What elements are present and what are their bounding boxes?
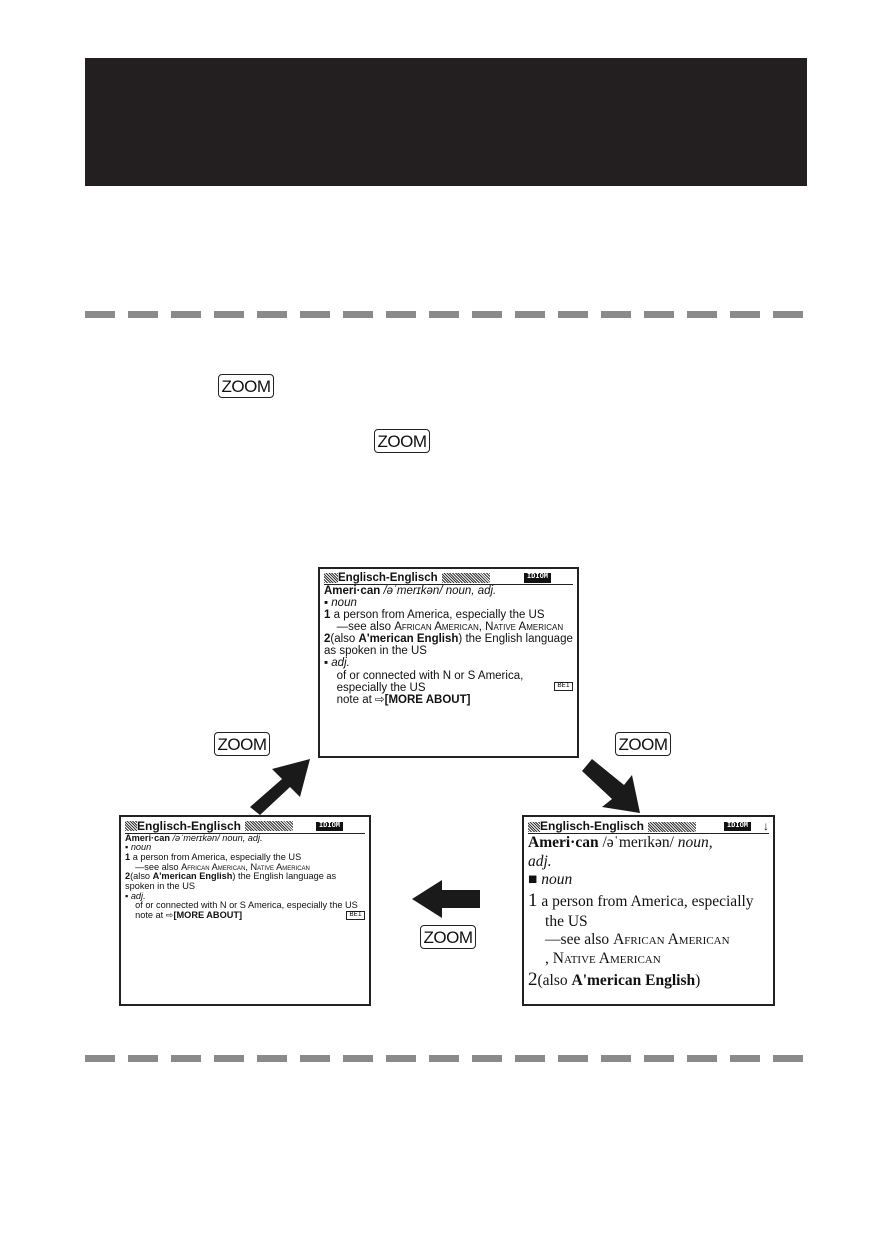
sense-2-term: A'merican English (152, 871, 233, 882)
note-link: [MORE ABOUT] (384, 693, 471, 706)
see-also: —see also (336, 621, 391, 634)
ref-link: Native American (250, 861, 310, 872)
hatch-icon (125, 821, 137, 832)
zoom-key: ZOOM (615, 732, 671, 756)
ref-link: Native American (552, 949, 661, 967)
hatch-icon (648, 821, 697, 832)
sense-2-term: A'merican English (571, 971, 696, 989)
scroll-down-icon: ↓ (763, 819, 769, 833)
section-header-bar (85, 58, 807, 186)
headword: Ameri·can (125, 832, 170, 843)
hatch-icon (528, 821, 540, 832)
sense-2-term: A'merican English (358, 633, 459, 646)
part-of-speech: noun, adj. (445, 585, 497, 598)
ref-link: African American (613, 931, 730, 949)
hatch-icon (245, 821, 294, 832)
zoom-key: ZOOM (218, 374, 274, 398)
arrow-up-right-icon (250, 759, 310, 815)
adj-definition: of or connected with N or S America, esp… (336, 669, 524, 694)
sense-2-pre: (also (537, 971, 568, 989)
screen-title: Englisch-Englisch (137, 819, 242, 833)
zoom-key: ZOOM (420, 925, 476, 949)
pronunciation: /əˈmerɪkən/ (172, 832, 220, 843)
idiom-badge: IDIOM (523, 573, 551, 583)
arrow-down-right-icon (582, 759, 640, 813)
adj-definition: of or connected with N or S America, esp… (135, 900, 358, 911)
see-also: —see also (545, 931, 610, 949)
part-of-speech: adj. (528, 852, 552, 870)
arrow-left-icon (412, 880, 480, 918)
bei-badge: BEI (346, 910, 365, 921)
sense-2: ) the English language as spoken in the … (125, 871, 337, 891)
pos-noun: noun (130, 842, 152, 853)
screen-medium: Englisch-Englisch IDIOM Ameri·can /əˈmerɪ… (318, 567, 579, 758)
zoom-key: ZOOM (374, 429, 430, 453)
sense-1: a person from America, especially the US (333, 609, 545, 622)
pronunciation: /əˈmerɪkən/ (602, 834, 674, 852)
bei-badge: BEI (554, 681, 573, 691)
pronunciation: /əˈmerɪkən/ (383, 585, 443, 598)
sense-1: a person from America, especially the US (132, 851, 302, 862)
pos-adj: adj. (130, 890, 146, 901)
sense-number: 2 (324, 633, 331, 646)
sense-number: 1 (125, 851, 131, 862)
sense-2-pre: (also (330, 633, 356, 646)
screen-title: Englisch-Englisch (338, 572, 438, 584)
sense-number: 1 (528, 889, 538, 911)
pos-noun: noun (331, 597, 357, 610)
note: note at ⇨ (336, 693, 385, 706)
ref-link: African American (394, 621, 479, 634)
dashed-divider-bottom (85, 1055, 807, 1062)
see-also: —see also (135, 861, 179, 872)
idiom-badge: IDIOM (315, 821, 343, 831)
screen-large: Englisch-Englisch IDIOM ↓ Ameri·can /əˈmer… (522, 815, 775, 1006)
sense-number: 2 (125, 871, 131, 882)
headword: Ameri·can (528, 834, 599, 852)
hatch-icon (441, 573, 490, 584)
screen-small: Englisch-Englisch IDIOM Ameri·can /əˈmerɪ… (119, 815, 371, 1006)
idiom-badge: IDIOM (723, 821, 751, 832)
ref-link: African American (181, 861, 246, 872)
ref-link: Native American (485, 621, 564, 634)
sense-2-pre: (also (130, 871, 151, 882)
dashed-divider-top (85, 311, 807, 318)
sense-number: 1 (324, 609, 331, 622)
screen-title: Englisch-Englisch (540, 819, 645, 833)
note-link: [MORE ABOUT] (173, 909, 243, 920)
part-of-speech: noun, adj. (222, 832, 263, 843)
sense-1: a person from America, especially the US (541, 892, 754, 930)
pos-adj: adj. (331, 657, 350, 670)
sense-number: 2 (528, 968, 538, 990)
zoom-key: ZOOM (214, 732, 270, 756)
hatch-icon (324, 573, 338, 584)
sense-2: ) the English language as spoken in the … (324, 633, 573, 658)
note: note at ⇨ (135, 909, 174, 920)
pos-noun: noun (541, 871, 573, 889)
headword: Ameri·can (324, 585, 381, 598)
